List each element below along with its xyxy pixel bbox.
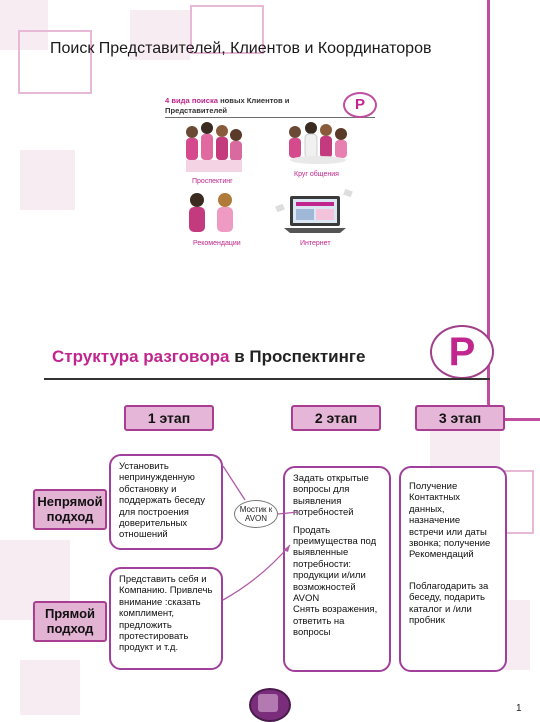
arrow-head [283,545,290,552]
stage-1-label: 1 этап [124,405,214,431]
home-icon [258,694,278,712]
decor-square [0,0,48,50]
caption-prospecting: Проспектинг [192,178,233,185]
bridge-to-avon: Мостик к AVON [234,500,278,528]
stage1-direct-box: Представить себя и Компанию. Привлечь вн… [109,567,223,670]
social-circle-photo [289,122,347,164]
recommendations-photo [189,193,233,232]
decor-square [190,5,264,54]
connector-line [222,544,291,601]
slide-heading-highlight: 4 вида поиска [165,96,218,105]
main-heading-text: в Проспектинге [229,347,366,366]
stage3-text-thanks: Поблагодарить за беседу, подарить катало… [409,580,489,627]
main-p-badge: P [430,325,494,379]
connector-line [277,511,299,515]
slide-p-badge: P [343,92,377,118]
stage2-text-objections: Снять возражения, ответить на вопросы [293,604,378,639]
decor-square [18,30,92,94]
stage2-box: Задать открытые вопросы для выявления по… [283,466,391,672]
stage1-indirect-box: Установить непринужденную обстановку и п… [109,454,223,550]
heading-divider [44,378,490,380]
stage3-box: Получение Контактных данных, назначение … [399,466,507,672]
caption-recommendations: Рекомендации [193,240,241,247]
internet-photo [275,188,353,233]
slide-heading-text: новых Клиентов и Представителей [165,96,290,115]
stage-3-label: 3 этап [415,405,505,431]
main-heading-highlight: Структура разговора [52,347,230,366]
slide-underline [165,117,375,118]
connector-line [222,465,246,501]
caption-internet: Интернет [300,240,331,247]
decor-square [20,660,80,715]
slide-heading: 4 вида поиска новых Клиентов и Представи… [165,96,325,116]
indirect-approach-label: Непрямой подход [33,489,107,530]
main-heading: Структура разговора в Проспектинге [52,347,365,367]
stage2-text-questions: Задать открытые вопросы для выявления по… [293,473,369,519]
page-title: Поиск Представителей, Клиентов и Координ… [50,40,432,57]
stage2-text-benefits: Продать преимущества под выявленные потр… [293,524,377,605]
right-frame [487,0,540,421]
page-number: 1 [516,703,522,714]
decor-square [20,150,75,210]
stage3-text-contacts: Получение Контактных данных, назначение … [409,481,491,561]
prospecting-photo [186,122,242,172]
stage-2-label: 2 этап [291,405,381,431]
decor-square [130,10,190,60]
direct-approach-label: Прямой подход [33,601,107,642]
caption-social-circle: Круг общения [294,171,339,178]
